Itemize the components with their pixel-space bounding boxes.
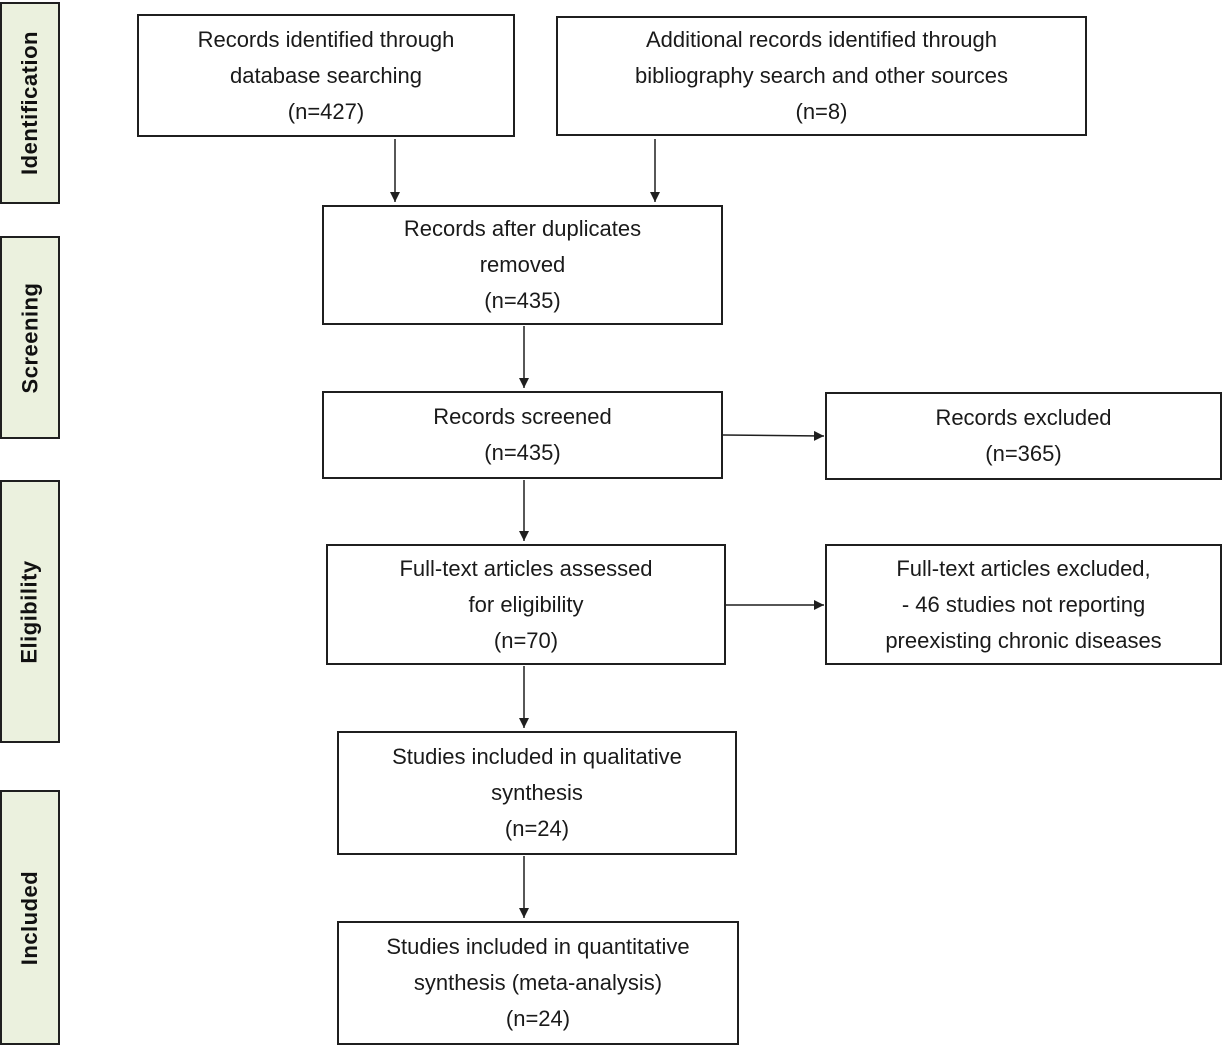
box-quantitative-synthesis: Studies included in quantitative synthes… [337, 921, 739, 1045]
box-database-search-line: Records identified through [197, 26, 455, 52]
box-after-duplicates-line: removed [479, 252, 566, 277]
box-additional-records-line: bibliography search and other sources [634, 63, 1008, 88]
box-qualitative-synthesis-line: synthesis [491, 780, 583, 805]
box-after-duplicates: Records after duplicates removed (n=435) [322, 205, 723, 325]
box-records-screened-count: (n=435) [484, 440, 561, 465]
box-fulltext-assessed-line: Full-text articles assessed [399, 555, 653, 581]
box-quantitative-synthesis-line: Studies included in quantitative [386, 934, 690, 959]
box-records-screened-line: Records screened [433, 404, 612, 429]
box-qualitative-synthesis-count: (n=24) [504, 816, 570, 841]
box-additional-records-line: Additional records identified through [645, 27, 997, 52]
box-fulltext-excluded: Full-text articles excluded, - 46 studie… [825, 544, 1222, 665]
box-fulltext-assessed: Full-text articles assessed for eligibil… [326, 544, 726, 665]
box-fulltext-assessed-line: for eligibility [468, 591, 584, 617]
box-records-excluded: Records excluded (n=365) [825, 392, 1222, 480]
arrow-screened-to-excluded [722, 430, 825, 441]
box-records-excluded-line: Records excluded [935, 405, 1112, 430]
box-records-excluded-count: (n=365) [985, 441, 1062, 466]
box-database-search-count: (n=427) [287, 98, 365, 124]
box-fulltext-excluded-line: Full-text articles excluded, [896, 555, 1151, 581]
phase-identification: Identification [0, 2, 60, 204]
box-quantitative-synthesis-count: (n=24) [505, 1006, 571, 1031]
box-qualitative-synthesis: Studies included in qualitative synthesi… [337, 731, 737, 855]
box-fulltext-excluded-line: preexisting chronic diseases [885, 627, 1162, 653]
box-fulltext-excluded-line: - 46 studies not reporting [901, 591, 1146, 617]
phase-screening: Screening [0, 236, 60, 439]
box-qualitative-synthesis-line: Studies included in qualitative [392, 744, 682, 769]
box-after-duplicates-count: (n=435) [484, 288, 561, 313]
box-additional-records-count: (n=8) [795, 99, 848, 124]
box-after-duplicates-line: Records after duplicates [403, 216, 642, 241]
phase-eligibility: Eligibility [0, 480, 60, 743]
box-fulltext-assessed-count: (n=70) [493, 627, 559, 653]
box-database-search: Records identified through database sear… [137, 14, 515, 137]
box-additional-records: Additional records identified through bi… [556, 16, 1087, 136]
phase-included: Included [0, 790, 60, 1045]
box-database-search-line: database searching [229, 62, 423, 88]
box-quantitative-synthesis-line: synthesis (meta-analysis) [413, 970, 663, 995]
box-records-screened: Records screened (n=435) [322, 391, 723, 479]
